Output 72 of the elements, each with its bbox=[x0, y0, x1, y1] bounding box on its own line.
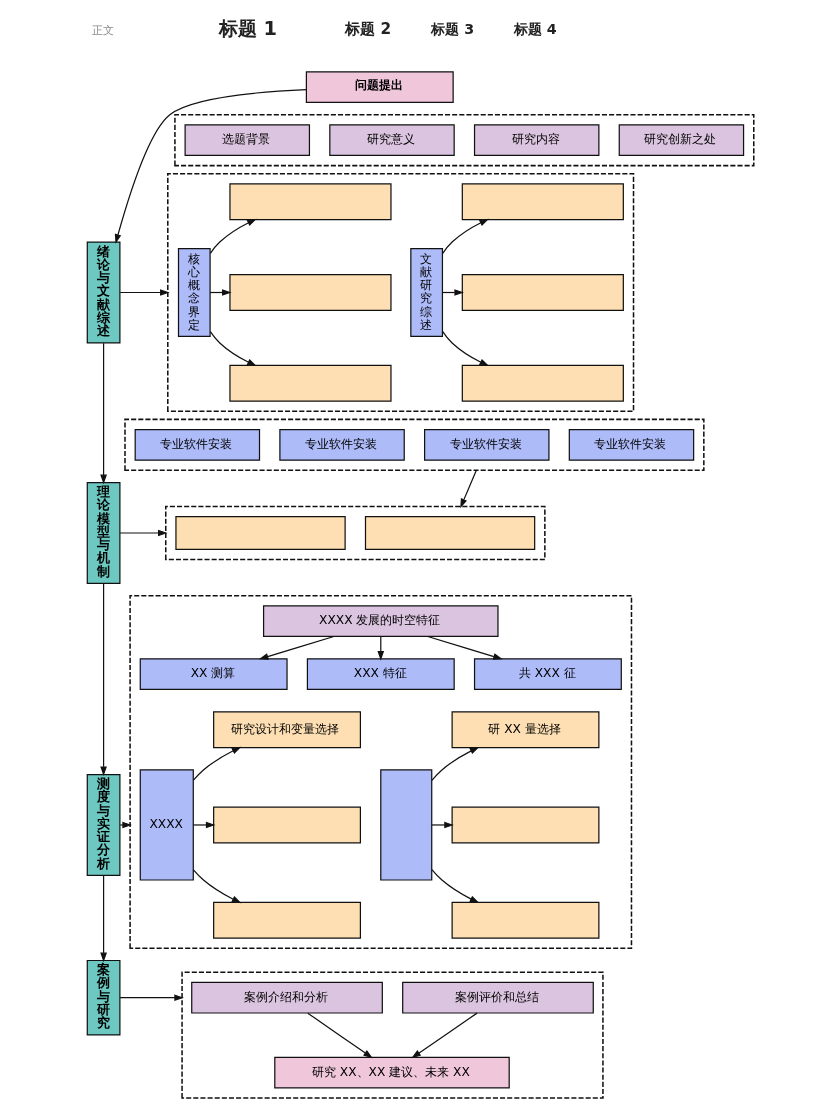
node-box: 理论模型与机制 bbox=[86, 481, 120, 585]
node-box bbox=[364, 516, 535, 550]
arrow bbox=[430, 821, 454, 829]
node-box: 研 XX 量选择 bbox=[451, 711, 599, 749]
cluster bbox=[123, 418, 705, 472]
arrow bbox=[209, 218, 257, 254]
node-box: 专业软件安装 bbox=[568, 428, 694, 461]
node-box bbox=[451, 806, 599, 844]
arrow bbox=[192, 821, 215, 829]
node-box: 研究意义 bbox=[328, 124, 455, 157]
arrow bbox=[441, 218, 489, 254]
arrow bbox=[430, 869, 479, 904]
arrow bbox=[118, 994, 184, 1002]
node-box: XX 测算 bbox=[139, 658, 288, 691]
node-box: 专业软件安装 bbox=[134, 428, 260, 461]
node-box: 文献研究综述 bbox=[409, 248, 443, 337]
arrow bbox=[258, 635, 334, 660]
arrow bbox=[119, 529, 168, 537]
arrow bbox=[306, 1012, 373, 1059]
cluster bbox=[180, 971, 604, 1099]
cluster bbox=[173, 113, 755, 167]
cluster bbox=[164, 505, 546, 561]
node-box: 绪论与文献综述 bbox=[86, 241, 120, 344]
node-box: XXXX bbox=[139, 769, 194, 881]
arrow bbox=[99, 875, 107, 963]
node-box: 选题背景 bbox=[184, 124, 310, 157]
node-box bbox=[212, 806, 361, 844]
node-box bbox=[228, 183, 392, 221]
node-box: 研究 XX、XX 建议、未来 XX bbox=[273, 1056, 510, 1089]
node-box: 研究内容 bbox=[473, 124, 599, 157]
node-box: 核心概念界定 bbox=[177, 248, 211, 337]
label: 标题 2 bbox=[344, 19, 391, 38]
node-box: XXX 特征 bbox=[306, 658, 455, 691]
node-box: 专业软件安装 bbox=[423, 428, 550, 461]
arrow bbox=[459, 469, 477, 509]
arrow bbox=[99, 342, 107, 485]
node-box: XXXX 发展的时空特征 bbox=[262, 605, 499, 638]
node-box: 案例与研究 bbox=[86, 959, 120, 1036]
node-box bbox=[228, 274, 392, 311]
node-box: 问题提出 bbox=[305, 71, 454, 104]
cluster bbox=[128, 594, 632, 950]
node-box: 研究设计和变量选择 bbox=[212, 711, 361, 749]
arrow bbox=[119, 289, 170, 296]
arrow bbox=[114, 88, 307, 244]
label: 正文 bbox=[91, 23, 114, 37]
node-box bbox=[212, 901, 361, 939]
node-box: 测度与实证分析 bbox=[86, 773, 120, 877]
arrow bbox=[209, 331, 257, 367]
arrow bbox=[426, 635, 503, 660]
node-box bbox=[461, 183, 624, 221]
arrow bbox=[192, 746, 241, 781]
label: 标题 3 bbox=[430, 20, 474, 37]
arrow bbox=[430, 746, 479, 781]
node-box bbox=[461, 274, 624, 311]
label: 标题 1 bbox=[218, 16, 277, 40]
arrow bbox=[410, 1012, 478, 1059]
node-box bbox=[451, 901, 599, 939]
node-box bbox=[461, 364, 624, 402]
cluster bbox=[166, 173, 634, 412]
label: 标题 4 bbox=[513, 20, 557, 37]
node-box bbox=[379, 769, 432, 881]
node-box bbox=[228, 364, 392, 402]
arrow bbox=[99, 582, 107, 776]
node-box: 共 XXX 征 bbox=[473, 658, 622, 691]
node-box: 案例评价和总结 bbox=[401, 981, 594, 1014]
node-box bbox=[174, 516, 346, 550]
arrow bbox=[119, 821, 132, 829]
arrow bbox=[441, 331, 489, 367]
arrow bbox=[192, 869, 241, 904]
node-box: 专业软件安装 bbox=[278, 428, 405, 461]
node-box: 研究创新之处 bbox=[618, 124, 744, 157]
node-box: 案例介绍和分析 bbox=[190, 981, 383, 1014]
